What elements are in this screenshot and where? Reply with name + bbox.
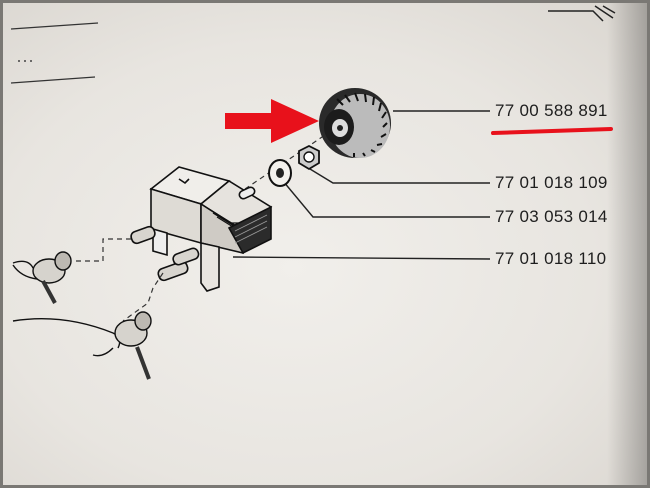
leader-housing: [232, 256, 491, 260]
exploded-parts-diagram: [10, 5, 616, 380]
part-number-nut: 77 01 018 109: [495, 173, 608, 192]
nut-part: [298, 144, 320, 171]
page-edge-shadow: [607, 3, 647, 485]
leader-washer: [282, 180, 490, 218]
housing-part: [130, 166, 273, 292]
header-rules: [10, 22, 99, 84]
part-number-washer: 77 03 053 014: [495, 207, 608, 226]
knob-part: [319, 88, 391, 158]
red-arrow: [225, 99, 319, 143]
corner-mark: [548, 5, 616, 22]
red-underline: [491, 127, 613, 135]
leader-lines: [232, 110, 491, 260]
bulb-holder-lower: [12, 311, 152, 380]
header-dots: [18, 60, 32, 62]
bulb-holder-upper: [12, 251, 72, 304]
part-number-knob: 77 00 588 891: [495, 101, 608, 120]
connector-dashes: [73, 238, 164, 322]
leader-nut: [309, 168, 490, 184]
part-number-housing: 77 01 018 110: [495, 249, 607, 268]
washer-part: [268, 159, 292, 187]
